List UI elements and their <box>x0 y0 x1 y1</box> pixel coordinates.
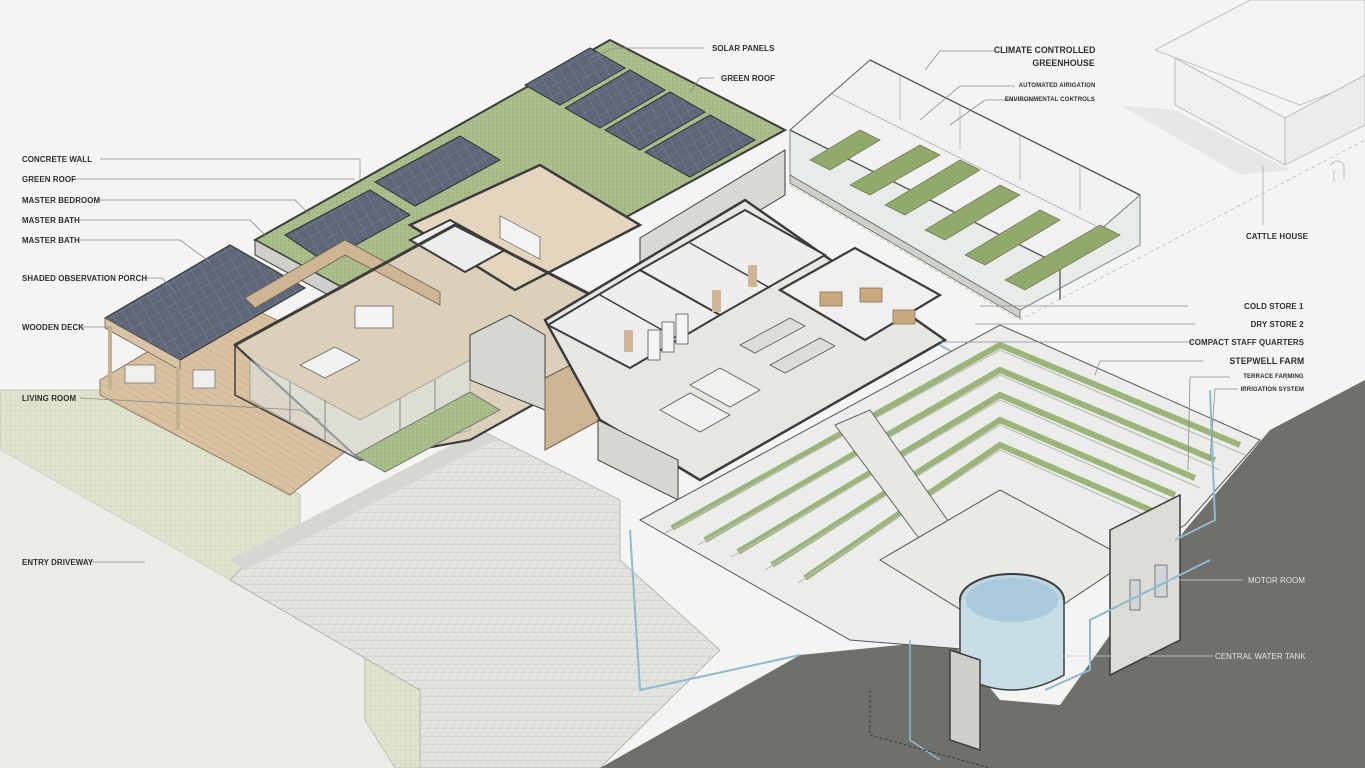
label-green-roof-left: GREEN ROOF <box>22 174 77 184</box>
label-greenhouse-line1: CLIMATE CONTROLLED <box>993 44 1095 55</box>
label-wooden-deck: WOODEN DECK <box>22 322 85 332</box>
label-concrete-wall: CONCRETE WALL <box>22 154 93 164</box>
label-master-bedroom: MASTER BEDROOM <box>22 195 101 205</box>
label-shaded-observation-porch: SHADED OBSERVATION PORCH <box>22 273 148 283</box>
label-greenhouse-line2: GREENHOUSE <box>1032 57 1095 68</box>
label-environmental-controls: ENVIRONMENTAL COKTROLS <box>1004 96 1095 103</box>
cattle-house <box>1120 0 1365 225</box>
label-terrace-farming: TERRACE FARMING <box>1243 373 1304 380</box>
label-entry-driveway: ENTRY DRIVEWAY <box>22 557 94 567</box>
label-compact-staff-quarters: COMPACT STAFF QUARTERS <box>1188 337 1304 347</box>
main-house <box>99 38 788 496</box>
label-cattle-house: CATTLE HOUSE <box>1246 231 1309 241</box>
label-irrigation-system: IRRIGATION SYSTEM <box>1240 386 1304 393</box>
leader-lines <box>72 47 1238 563</box>
stepwell-farm <box>629 324 1261 768</box>
label-stepwell-farm: STEPWELL FARM <box>1229 355 1304 366</box>
label-living-room: LIVING ROOM <box>22 393 77 403</box>
ground-section <box>600 380 1365 768</box>
entry-driveway-area <box>229 429 721 768</box>
label-dry-store-2: DRY STORE 2 <box>1250 319 1304 329</box>
label-automated-irrigation: AUTOMATED AIRIGATION <box>1018 82 1095 89</box>
label-motor-room: MOTOR ROOM <box>1248 575 1305 585</box>
label-green-roof-top: GREEN ROOF <box>721 73 776 83</box>
greenhouse <box>789 59 1141 319</box>
label-solar-panels: SOLAR PANELS <box>712 43 775 53</box>
label-central-water-tank: CENTRAL WATER TANK <box>1215 651 1306 661</box>
label-master-bath-2: MASTER BATH <box>22 235 80 245</box>
label-master-bath-1: MASTER BATH <box>22 215 80 225</box>
staff-and-storage-block <box>543 198 948 501</box>
label-cold-store-1: COLD STORE 1 <box>1244 301 1304 311</box>
